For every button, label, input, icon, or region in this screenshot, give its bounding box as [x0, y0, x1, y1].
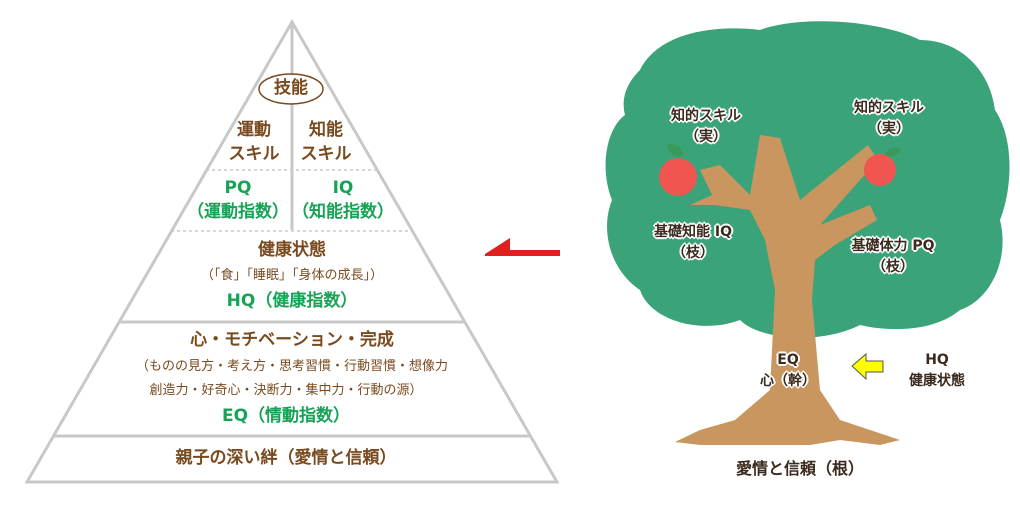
pq-label: PQ（運動指数）	[187, 178, 289, 222]
leaf-icon	[667, 143, 683, 157]
skill-label: 技能	[274, 78, 308, 98]
tree-trunk	[675, 135, 900, 445]
tree	[605, 21, 1010, 445]
pyramid	[24, 18, 560, 484]
mind-detail-1: （ものの見方・考え方・思考習慣・行動習慣・想像力	[135, 359, 449, 374]
leaf-icon	[885, 147, 901, 157]
hq-label: HQ（健康指数）	[226, 291, 358, 311]
apple-left	[659, 158, 697, 196]
fruit-right-label: 知的スキル（実）	[854, 100, 924, 137]
apple-right	[864, 154, 896, 186]
fruit-left-label: 知的スキル（実）	[671, 108, 741, 145]
health-title: 健康状態	[258, 240, 326, 260]
eq-label: EQ（情動指数）	[221, 406, 351, 426]
health-detail: （「食」「睡眠」「身体の成長」）	[200, 268, 384, 283]
yellow-arrow-icon	[851, 352, 884, 381]
roots-label: 愛情と信頼（根）	[735, 459, 865, 478]
tree-canopy	[605, 21, 1010, 338]
mind-detail-2: 創造力・好奇心・決断力・集中力・行動の源）	[149, 383, 423, 398]
iq-label: IQ（知能指数）	[292, 178, 394, 222]
pyramid-outline	[24, 18, 560, 484]
branch-right-label: 基礎体力 PQ（枝）	[851, 238, 935, 275]
branch-left-label: 基礎知能 IQ（枝）	[654, 224, 732, 261]
motor-skill-label: 運動スキル	[228, 120, 280, 164]
skill-oval	[258, 73, 324, 105]
intellect-skill-label: 知能スキル	[300, 120, 352, 164]
base-label: 親子の深い絆（愛情と信頼）	[175, 448, 397, 468]
red-arrow-icon	[485, 238, 560, 256]
mind-title: 心・モチベーション・完成	[190, 330, 394, 350]
